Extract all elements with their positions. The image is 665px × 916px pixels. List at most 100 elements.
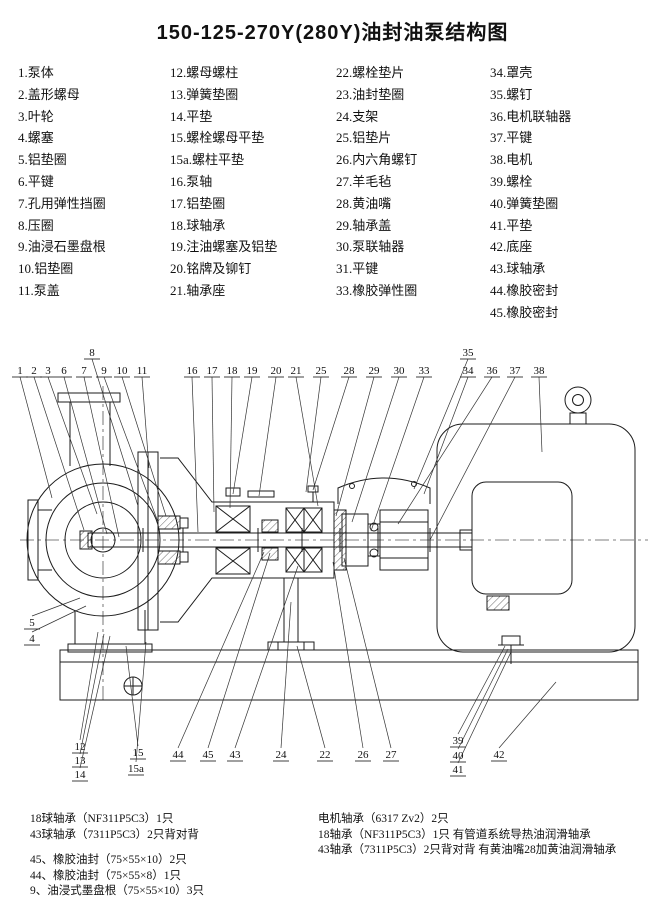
callout-number: 9: [101, 365, 107, 377]
callout-number: 33: [419, 365, 431, 377]
note-line: 45、橡胶油封（75×55×10）2只: [30, 854, 187, 866]
part-item: 44.橡胶密封: [490, 282, 559, 298]
callout-number: 4: [29, 633, 35, 645]
note-line: 43轴承（7311P5C3）2只背对背 有黄油嘴28加黄油润滑轴承: [318, 844, 617, 856]
callout-40: 40: [450, 648, 509, 763]
callout-number: 7: [81, 365, 87, 377]
callout-number: 27: [386, 749, 398, 761]
callout-20: 20: [258, 365, 284, 497]
part-item: 5.铝垫圈: [18, 152, 67, 168]
packing-gland: [157, 515, 189, 565]
callout-24: 24: [273, 601, 292, 762]
callout-28: 28: [312, 365, 357, 491]
guard-screw: [411, 481, 417, 487]
part-item: 38.电机: [490, 152, 533, 168]
part-item: 31.平键: [336, 261, 379, 277]
callout-22: 22: [296, 645, 333, 762]
callout-1: 1: [12, 365, 53, 499]
drain-plug-symbol: [123, 676, 143, 696]
callout-number: 24: [276, 749, 288, 761]
callout-number: 14: [75, 769, 87, 781]
callout-number: 5: [29, 617, 35, 629]
callout-number: 1: [17, 365, 23, 377]
callout-number: 22: [320, 749, 331, 761]
callout-39: 39: [450, 645, 506, 748]
part-item: 22.螺栓垫片: [336, 65, 405, 80]
callout-number: 38: [534, 365, 546, 377]
callout-number: 2: [31, 365, 37, 377]
baseplate: [59, 649, 639, 701]
callout-11: 11: [134, 365, 150, 469]
notes-bearings-left: 18球轴承（NF311P5C3）1只 43球轴承（7311P5C3）2只背对背: [30, 812, 199, 843]
part-item: 11.泵盖: [18, 282, 60, 298]
callout-number: 19: [247, 365, 259, 377]
callout-25: 25: [305, 365, 329, 493]
callout-number: 34: [463, 365, 475, 377]
part-item: 3.叶轮: [18, 108, 54, 124]
note-line: 18轴承（NF311P5C3）1只 有管道系统导热油润滑轴承: [318, 828, 591, 841]
callout-number: 18: [227, 365, 239, 377]
part-item: 19.注油螺塞及铝垫: [170, 239, 278, 255]
callout-2: 2: [26, 365, 85, 531]
callout-29: 29: [335, 365, 382, 517]
part-item: 34.罩壳: [490, 65, 533, 80]
callout-number: 11: [137, 365, 148, 377]
callout-number: 37: [510, 365, 522, 377]
note-line: 18球轴承（NF311P5C3）1只: [30, 813, 174, 825]
callout-number: 40: [453, 750, 465, 762]
callout-number: 43: [230, 749, 242, 761]
callout-number: 25: [316, 365, 328, 377]
note-line: 43球轴承（7311P5C3）2只背对背: [30, 828, 199, 841]
ball-bearing-18: [215, 505, 251, 575]
elastic-ring: [368, 522, 380, 558]
callout-36: 36: [397, 365, 500, 525]
eyebolt: [564, 386, 592, 414]
callout-number: 36: [487, 365, 499, 377]
part-item: 1.泵体: [18, 65, 54, 80]
part-item: 14.平垫: [170, 108, 213, 124]
guard-screw: [349, 483, 355, 489]
motor-coupling: [379, 509, 429, 571]
pump-coupling: [341, 513, 369, 567]
callout-18: 18: [224, 365, 240, 509]
coupling-guard: [337, 477, 431, 504]
part-item: 21.轴承座: [170, 282, 226, 298]
part-item: 18.球轴承: [170, 217, 226, 233]
part-item: 42.底座: [490, 239, 533, 255]
callout-number: 39: [453, 735, 465, 747]
part-item: 43.球轴承: [490, 261, 546, 277]
impeller: [64, 501, 142, 579]
motor-body: [436, 386, 636, 664]
part-item: 25.铝垫片: [336, 130, 392, 146]
part-item: 9.油浸石墨盘根: [18, 239, 106, 255]
callout-33: 33: [370, 365, 432, 532]
callout-9: 9: [96, 365, 159, 523]
part-item: 23.油封垫圈: [336, 86, 405, 102]
callout-6: 6: [56, 365, 108, 535]
callout-number: 35: [463, 347, 475, 359]
part-item: 29.轴承盖: [336, 217, 392, 233]
callout-42: 42: [491, 681, 557, 762]
nameplate: [247, 490, 275, 498]
callout-number: 21: [291, 365, 302, 377]
part-item: 8.压圈: [18, 217, 54, 233]
callout-37: 37: [429, 365, 523, 541]
part-item: 16.泵轴: [170, 173, 213, 189]
callout-10: 10: [114, 365, 167, 517]
callout-16: 16: [184, 365, 200, 533]
pump-foot-pad: [67, 643, 153, 653]
note-line: 9、油浸式墨盘根（75×55×10）3只: [30, 885, 204, 897]
part-item: 39.螺栓: [490, 173, 533, 189]
callout-number: 12: [75, 741, 86, 753]
callout-8: 8: [84, 347, 139, 507]
part-item: 28.黄油嘴: [336, 195, 392, 211]
callout-number: 6: [61, 365, 67, 377]
part-item: 15.螺栓螺母平垫: [170, 130, 265, 146]
part-item: 26.内六角螺钉: [336, 152, 418, 168]
note-line: 44、橡胶油封（75×55×8）1只: [30, 869, 181, 882]
callout-44: 44: [170, 551, 265, 762]
